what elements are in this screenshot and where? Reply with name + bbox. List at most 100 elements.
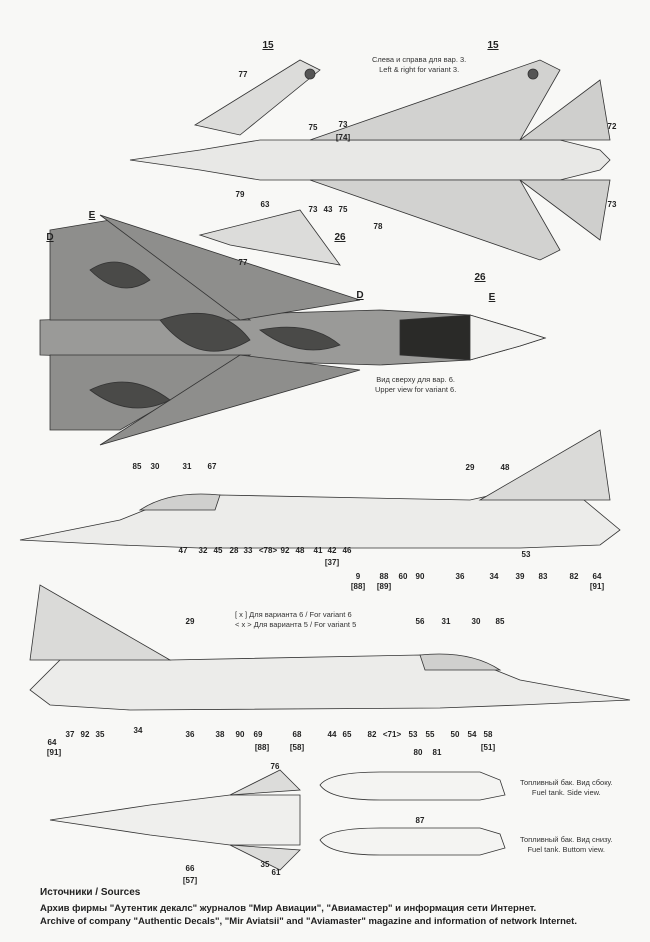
callout-label: 68	[292, 730, 302, 739]
callout-label: 41	[313, 546, 323, 555]
callout-label: 92	[80, 730, 90, 739]
callout-label: 35	[95, 730, 105, 739]
tank-side-en: Fuel tank. Side view.	[531, 788, 601, 797]
callout-label: 36	[185, 730, 195, 739]
callout-label: 88	[379, 572, 389, 581]
callout-label: 67	[207, 462, 217, 471]
callout-label: 75	[308, 123, 318, 132]
callout-label: [88]	[350, 582, 366, 591]
callout-label: 30	[471, 617, 481, 626]
sources-line-ru: Архив фирмы "Аутентик декалс" журналов "…	[40, 903, 537, 914]
sources-line-en: Archive of company "Authentic Decals", "…	[40, 916, 577, 927]
callout-label: 90	[235, 730, 245, 739]
callout-label: 75	[338, 205, 348, 214]
callout-label: 79	[235, 190, 245, 199]
callout-label: 56	[415, 617, 425, 626]
callout-label: 61	[271, 868, 281, 877]
callout-label: 53	[521, 550, 531, 559]
callout-label: 50	[450, 730, 460, 739]
callout-label: 76	[270, 762, 280, 771]
callout-label: [37]	[324, 558, 340, 567]
callout-label: 39	[515, 572, 525, 581]
tank-bottom-ru: Топливный бак. Вид снизу.	[520, 835, 613, 844]
tank-bottom-note: Топливный бак. Вид снизу. Fuel tank. But…	[520, 835, 613, 855]
callout-label: 90	[415, 572, 425, 581]
callout-label: 69	[253, 730, 263, 739]
callout-label: 43	[323, 205, 333, 214]
callout-label: E	[488, 292, 496, 303]
callout-label: <71>	[382, 730, 402, 739]
upper-view-camo-aircraft	[39, 214, 547, 446]
callout-label: 26	[334, 232, 346, 243]
side-view-left-aircraft	[19, 429, 621, 549]
callout-label: D	[46, 232, 54, 243]
fuel-tank-bottom	[319, 827, 506, 856]
variant-legend: [ x ] Для варианта 6 / For variant 6 < x…	[235, 610, 356, 630]
callout-label: 63	[260, 200, 270, 209]
callout-label: E	[88, 210, 96, 221]
fuel-tank-side	[319, 771, 506, 801]
callout-label: [91]	[589, 582, 605, 591]
callout-label: 83	[538, 572, 548, 581]
callout-label: 55	[425, 730, 435, 739]
callout-label: 9	[355, 572, 361, 581]
callout-label: 82	[367, 730, 377, 739]
legend-variant6: [ x ] Для варианта 6 / For variant 6	[235, 610, 352, 619]
callout-label: [88]	[254, 743, 270, 752]
callout-label: D	[356, 290, 364, 301]
callout-label: 81	[432, 748, 442, 757]
legend-variant5: < x > Для варианта 5 / For variant 5	[235, 620, 357, 629]
callout-label: 73	[308, 205, 318, 214]
callout-label: 53	[408, 730, 418, 739]
tank-bottom-en: Fuel tank. Buttom view.	[527, 845, 606, 854]
callout-label: 31	[182, 462, 192, 471]
callout-label: 26	[474, 272, 486, 283]
callout-label: 28	[229, 546, 239, 555]
callout-label: 15	[487, 40, 499, 51]
callout-label: 37	[65, 730, 75, 739]
callout-label: 64	[592, 572, 602, 581]
callout-label: 87	[415, 816, 425, 825]
callout-label: [89]	[376, 582, 392, 591]
callout-label: 29	[185, 617, 195, 626]
callout-label: 73	[607, 200, 617, 209]
callout-label: 34	[489, 572, 499, 581]
callout-label: 66	[185, 864, 195, 873]
callout-label: [51]	[480, 743, 496, 752]
callout-label: 38	[215, 730, 225, 739]
callout-label: [57]	[182, 876, 198, 885]
upper-view-note-ru: Вид сверху для вар. 6.	[376, 375, 455, 384]
callout-label: 31	[441, 617, 451, 626]
variant3-note: Слева и справа для вар. 3. Left & right …	[372, 55, 466, 75]
callout-label: 77	[238, 70, 248, 79]
callout-label: 72	[607, 122, 617, 131]
callout-label: 64	[47, 738, 57, 747]
callout-label: 80	[413, 748, 423, 757]
callout-label: 15	[262, 40, 274, 51]
callout-label: 77	[238, 258, 248, 267]
sources-title: Источники / Sources	[40, 887, 141, 898]
callout-label: 92	[280, 546, 290, 555]
callout-label: 60	[398, 572, 408, 581]
callout-label: 42	[327, 546, 337, 555]
tank-side-ru: Топливный бак. Вид сбоку.	[520, 778, 613, 787]
variant3-note-en: Left & right for variant 3.	[379, 65, 460, 74]
callout-label: [91]	[46, 748, 62, 757]
callout-label: 46	[342, 546, 352, 555]
callout-label: 32	[198, 546, 208, 555]
callout-label: 73	[338, 120, 348, 129]
callout-label: 48	[295, 546, 305, 555]
callout-label: 85	[495, 617, 505, 626]
bottom-view-aircraft	[49, 769, 301, 871]
variant3-note-ru: Слева и справа для вар. 3.	[372, 55, 467, 64]
callout-label: 33	[243, 546, 253, 555]
callout-label: 29	[465, 463, 475, 472]
callout-label: 48	[500, 463, 510, 472]
callout-label: [58]	[289, 743, 305, 752]
callout-label: 35	[260, 860, 270, 869]
callout-label: 78	[373, 222, 383, 231]
callout-label: 44	[327, 730, 337, 739]
callout-label: 45	[213, 546, 223, 555]
